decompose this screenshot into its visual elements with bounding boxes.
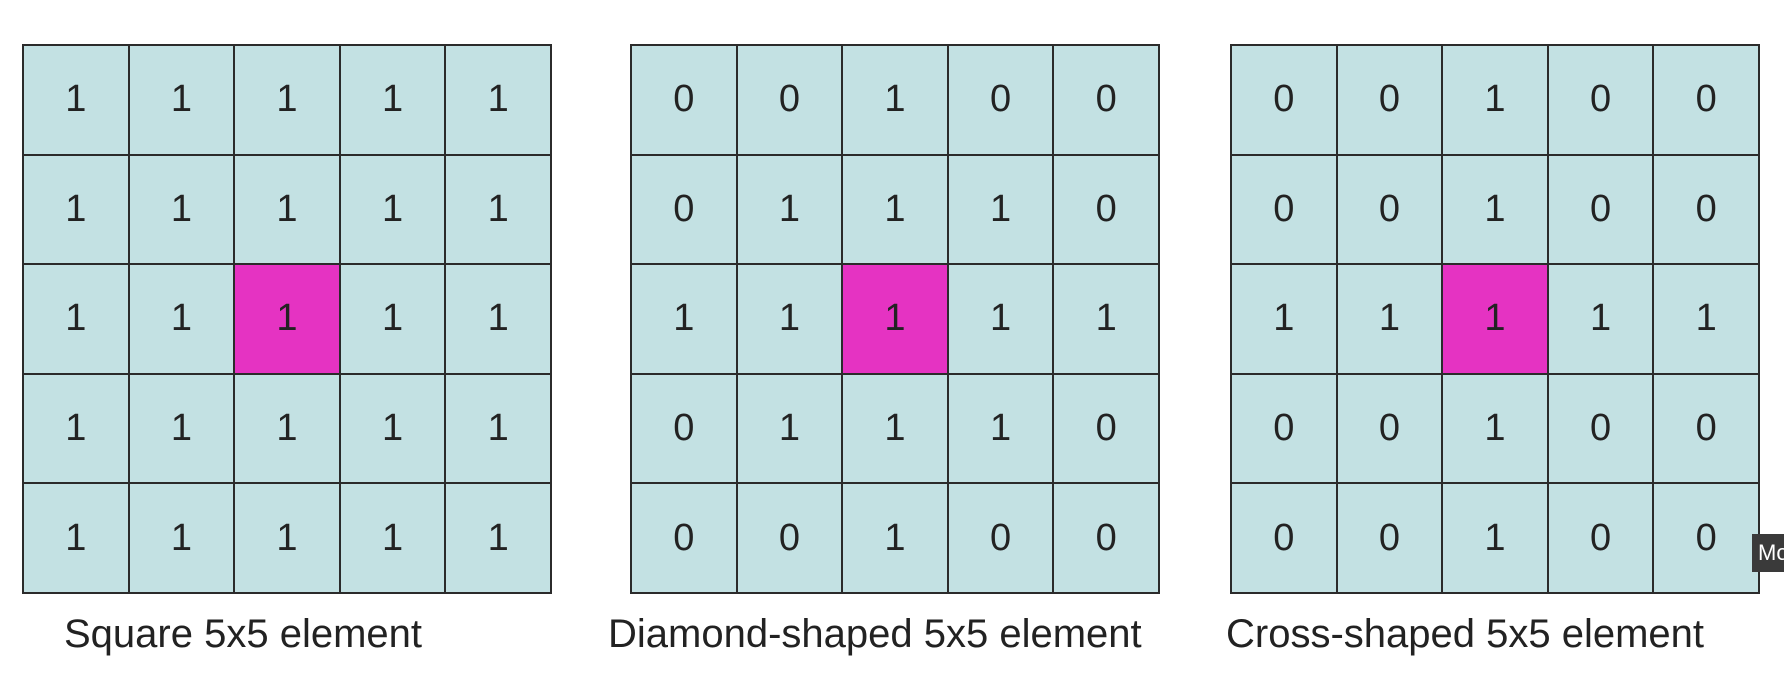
grid-cell: 0 xyxy=(1337,155,1442,264)
grid-cell: 0 xyxy=(1654,484,1758,592)
grid-cell: 1 xyxy=(948,265,1053,373)
origin-cell: 1 xyxy=(843,265,947,373)
grid-cell: 1 xyxy=(129,484,234,592)
grid-cell: 1 xyxy=(340,46,445,154)
grid-cell: 0 xyxy=(1337,46,1442,154)
origin-cell: 1 xyxy=(1443,265,1547,373)
grid-cell: 1 xyxy=(843,155,947,264)
grid-cell: 0 xyxy=(1337,484,1442,592)
cross-element-caption: Cross-shaped 5x5 element xyxy=(1226,612,1705,656)
overlay-badge[interactable]: Mo xyxy=(1752,534,1784,572)
grid-cell: 1 xyxy=(24,46,128,154)
grid-cell: 1 xyxy=(24,484,128,592)
grid-cell: 1 xyxy=(235,484,339,592)
grid-cell: 0 xyxy=(632,46,736,154)
grid-cell: 1 xyxy=(843,374,947,483)
square-element-caption: Square 5x5 element xyxy=(64,612,423,656)
grid-cell: 1 xyxy=(24,265,128,373)
grid-cell: 1 xyxy=(446,155,550,264)
grid-cell: 0 xyxy=(632,374,736,483)
grid-cell: 1 xyxy=(340,155,445,264)
grid-cell: 0 xyxy=(1054,374,1158,483)
grid-cell: 1 xyxy=(340,484,445,592)
grid-cell: 1 xyxy=(948,155,1053,264)
grid-cell: 1 xyxy=(1443,46,1547,154)
grid-cell: 0 xyxy=(1548,155,1653,264)
grid-cell: 0 xyxy=(1054,46,1158,154)
grid-cell: 0 xyxy=(632,484,736,592)
grid-cell: 1 xyxy=(843,46,947,154)
grid-cell: 1 xyxy=(446,374,550,483)
grid-cell: 1 xyxy=(340,374,445,483)
grid-cell: 1 xyxy=(737,374,842,483)
grid-cell: 1 xyxy=(1054,265,1158,373)
grid-cell: 0 xyxy=(1654,155,1758,264)
grid-cell: 1 xyxy=(1443,374,1547,483)
grid-cell: 1 xyxy=(843,484,947,592)
grid-cell: 1 xyxy=(129,265,234,373)
grid-cell: 1 xyxy=(235,46,339,154)
grid-cell: 1 xyxy=(948,374,1053,483)
grid-cell: 1 xyxy=(446,46,550,154)
grid-cell: 1 xyxy=(737,265,842,373)
grid-cell: 1 xyxy=(1337,265,1442,373)
grid-cell: 1 xyxy=(1443,155,1547,264)
grid-cell: 1 xyxy=(235,155,339,264)
grid-cell: 1 xyxy=(129,374,234,483)
grid-cell: 1 xyxy=(446,484,550,592)
grid-cell: 0 xyxy=(1654,374,1758,483)
grid-cell: 0 xyxy=(1548,484,1653,592)
grid-cell: 1 xyxy=(1443,484,1547,592)
grid-cell: 1 xyxy=(235,374,339,483)
grid-cell: 0 xyxy=(1232,374,1336,483)
grid-cell: 0 xyxy=(1654,46,1758,154)
grid-cell: 1 xyxy=(24,155,128,264)
grid-cell: 0 xyxy=(737,46,842,154)
grid-cell: 0 xyxy=(1337,374,1442,483)
grid-cell: 1 xyxy=(129,46,234,154)
grid-cell: 1 xyxy=(340,265,445,373)
grid-cell: 1 xyxy=(24,374,128,483)
grid-cell: 0 xyxy=(632,155,736,264)
grid-cell: 0 xyxy=(1548,374,1653,483)
grid-cell: 0 xyxy=(1548,46,1653,154)
grid-cell: 0 xyxy=(1232,155,1336,264)
grid-cell: 0 xyxy=(948,46,1053,154)
diamond-element-caption: Diamond-shaped 5x5 element xyxy=(608,612,1142,656)
grid-cell: 0 xyxy=(1054,484,1158,592)
grid-cell: 1 xyxy=(1548,265,1653,373)
grid-cell: 0 xyxy=(948,484,1053,592)
grid-cell: 1 xyxy=(737,155,842,264)
grid-cell: 1 xyxy=(129,155,234,264)
grid-cell: 0 xyxy=(737,484,842,592)
grid-cell: 0 xyxy=(1232,46,1336,154)
grid-cell: 1 xyxy=(1232,265,1336,373)
origin-cell: 1 xyxy=(235,265,339,373)
grid-cell: 0 xyxy=(1232,484,1336,592)
grid-cell: 1 xyxy=(446,265,550,373)
grid-cell: 1 xyxy=(632,265,736,373)
grid-cell: 1 xyxy=(1654,265,1758,373)
grid-cell: 0 xyxy=(1054,155,1158,264)
